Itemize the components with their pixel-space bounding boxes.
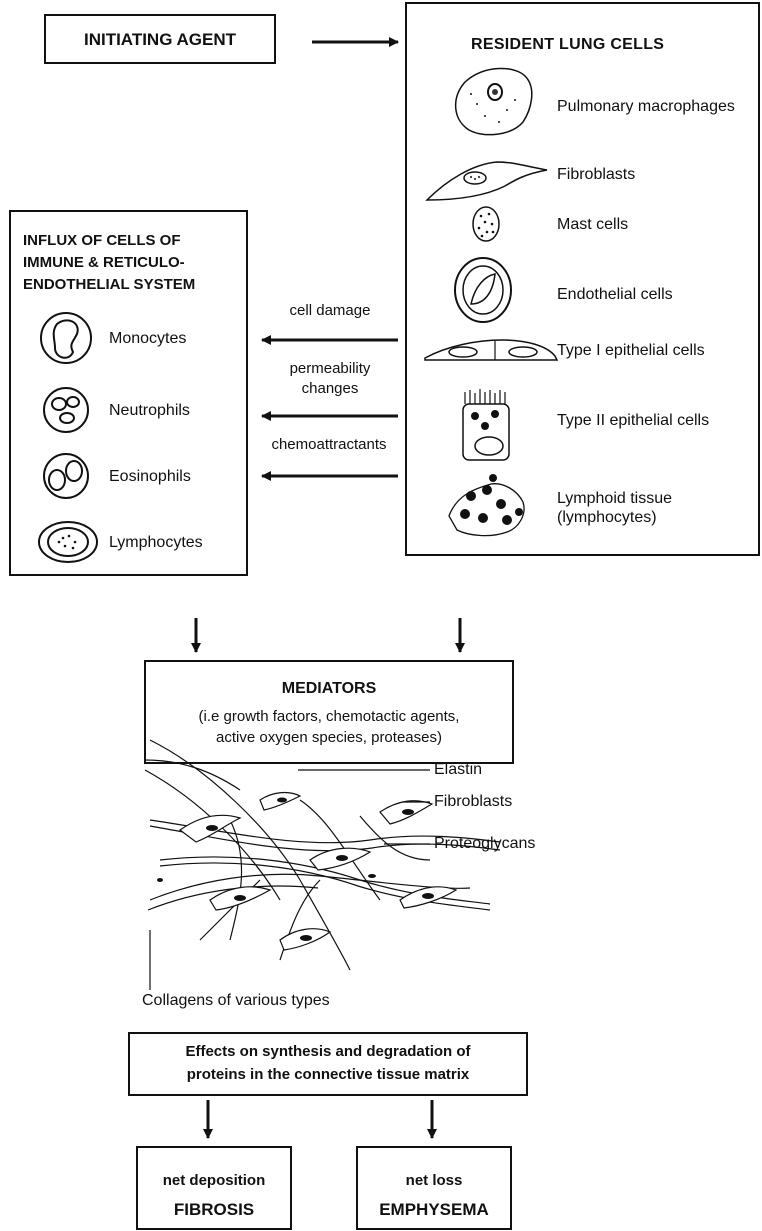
influx-title-line2: IMMUNE & RETICULO- bbox=[23, 254, 185, 271]
resident-cell-label-type1: Type I epithelial cells bbox=[557, 342, 705, 359]
resident-cell-drawings bbox=[424, 67, 559, 537]
resident-cell-label-endothelial: Endothelial cells bbox=[557, 286, 673, 303]
influx-cell-label-eosinophils: Eosinophils bbox=[109, 468, 191, 485]
effects-line1: Effects on synthesis and degradation of bbox=[185, 1043, 471, 1060]
emphysema-line1: net loss bbox=[405, 1172, 463, 1189]
influx-title-line3: ENDOTHELIAL SYSTEM bbox=[23, 276, 196, 293]
resident-cell-label-lymphoid-1: Lymphoid tissue bbox=[557, 490, 673, 507]
resident-cell-label-fibroblasts: Fibroblasts bbox=[557, 166, 636, 183]
matrix-label-fibroblasts: Fibroblasts bbox=[434, 793, 513, 810]
resident-title: RESIDENT LUNG CELLS bbox=[471, 36, 665, 53]
matrix-label-proteoglycans: Proteoglycans bbox=[434, 835, 536, 852]
influx-cell-label-neutrophils: Neutrophils bbox=[109, 402, 190, 419]
influx-title-line1: INFLUX OF CELLS OF bbox=[23, 232, 181, 249]
fibrosis-line1: net deposition bbox=[162, 1172, 266, 1189]
influx-cell-label-lymphocytes: Lymphocytes bbox=[109, 534, 203, 551]
lymphoid-tissue-icon bbox=[448, 474, 525, 537]
influx-cell-label-monocytes: Monocytes bbox=[109, 330, 187, 347]
resident-cell-label-lymphoid-2: (lymphocytes) bbox=[557, 509, 657, 526]
label-permeability-line1: permeability bbox=[289, 360, 371, 377]
macrophage-icon bbox=[455, 67, 533, 136]
mediators-box: MEDIATORS (i.e growth factors, chemotact… bbox=[144, 660, 514, 764]
mediators-line1: (i.e growth factors, chemotactic agents, bbox=[198, 708, 460, 725]
label-chemoattractants: chemoattractants bbox=[271, 436, 387, 453]
fibrosis-box: net deposition FIBROSIS bbox=[136, 1146, 292, 1230]
label-cell-damage: cell damage bbox=[289, 302, 371, 319]
resident-cell-label-type2: Type II epithelial cells bbox=[557, 412, 710, 429]
type1-epithelial-icon bbox=[424, 339, 559, 361]
resident-lung-cells-box: RESIDENT LUNG CELLS bbox=[405, 2, 760, 556]
resident-cell-label-macrophages: Pulmonary macrophages bbox=[557, 98, 735, 115]
eosinophil-icon bbox=[43, 453, 89, 499]
mediators-title: MEDIATORS bbox=[281, 680, 377, 697]
initiating-agent-box: INITIATING AGENT bbox=[44, 14, 276, 64]
influx-cell-drawings bbox=[38, 312, 98, 563]
effects-box: Effects on synthesis and degradation of … bbox=[128, 1032, 528, 1096]
influx-box: INFLUX OF CELLS OF IMMUNE & RETICULO- EN… bbox=[9, 210, 248, 576]
type2-epithelial-icon bbox=[462, 389, 510, 461]
neutrophil-icon bbox=[43, 387, 89, 433]
monocyte-icon bbox=[40, 312, 92, 364]
mediators-line2: active oxygen species, proteases) bbox=[216, 729, 442, 746]
initiating-agent-label: INITIATING AGENT bbox=[83, 30, 237, 49]
label-permeability-line2: changes bbox=[301, 380, 359, 397]
mast-cell-icon bbox=[472, 206, 500, 242]
resident-cell-label-mast: Mast cells bbox=[557, 216, 629, 233]
emphysema-line2: EMPHYSEMA bbox=[379, 1200, 489, 1219]
matrix-label-collagens: Collagens of various types bbox=[142, 992, 330, 1009]
lymphocyte-icon bbox=[38, 521, 98, 563]
matrix-label-elastin: Elastin bbox=[434, 761, 483, 778]
endothelial-cell-icon bbox=[454, 257, 512, 323]
fibrosis-line2: FIBROSIS bbox=[173, 1200, 255, 1219]
emphysema-box: net loss EMPHYSEMA bbox=[356, 1146, 512, 1230]
effects-line2: proteins in the connective tissue matrix bbox=[186, 1066, 470, 1083]
fibroblast-icon bbox=[425, 161, 548, 201]
